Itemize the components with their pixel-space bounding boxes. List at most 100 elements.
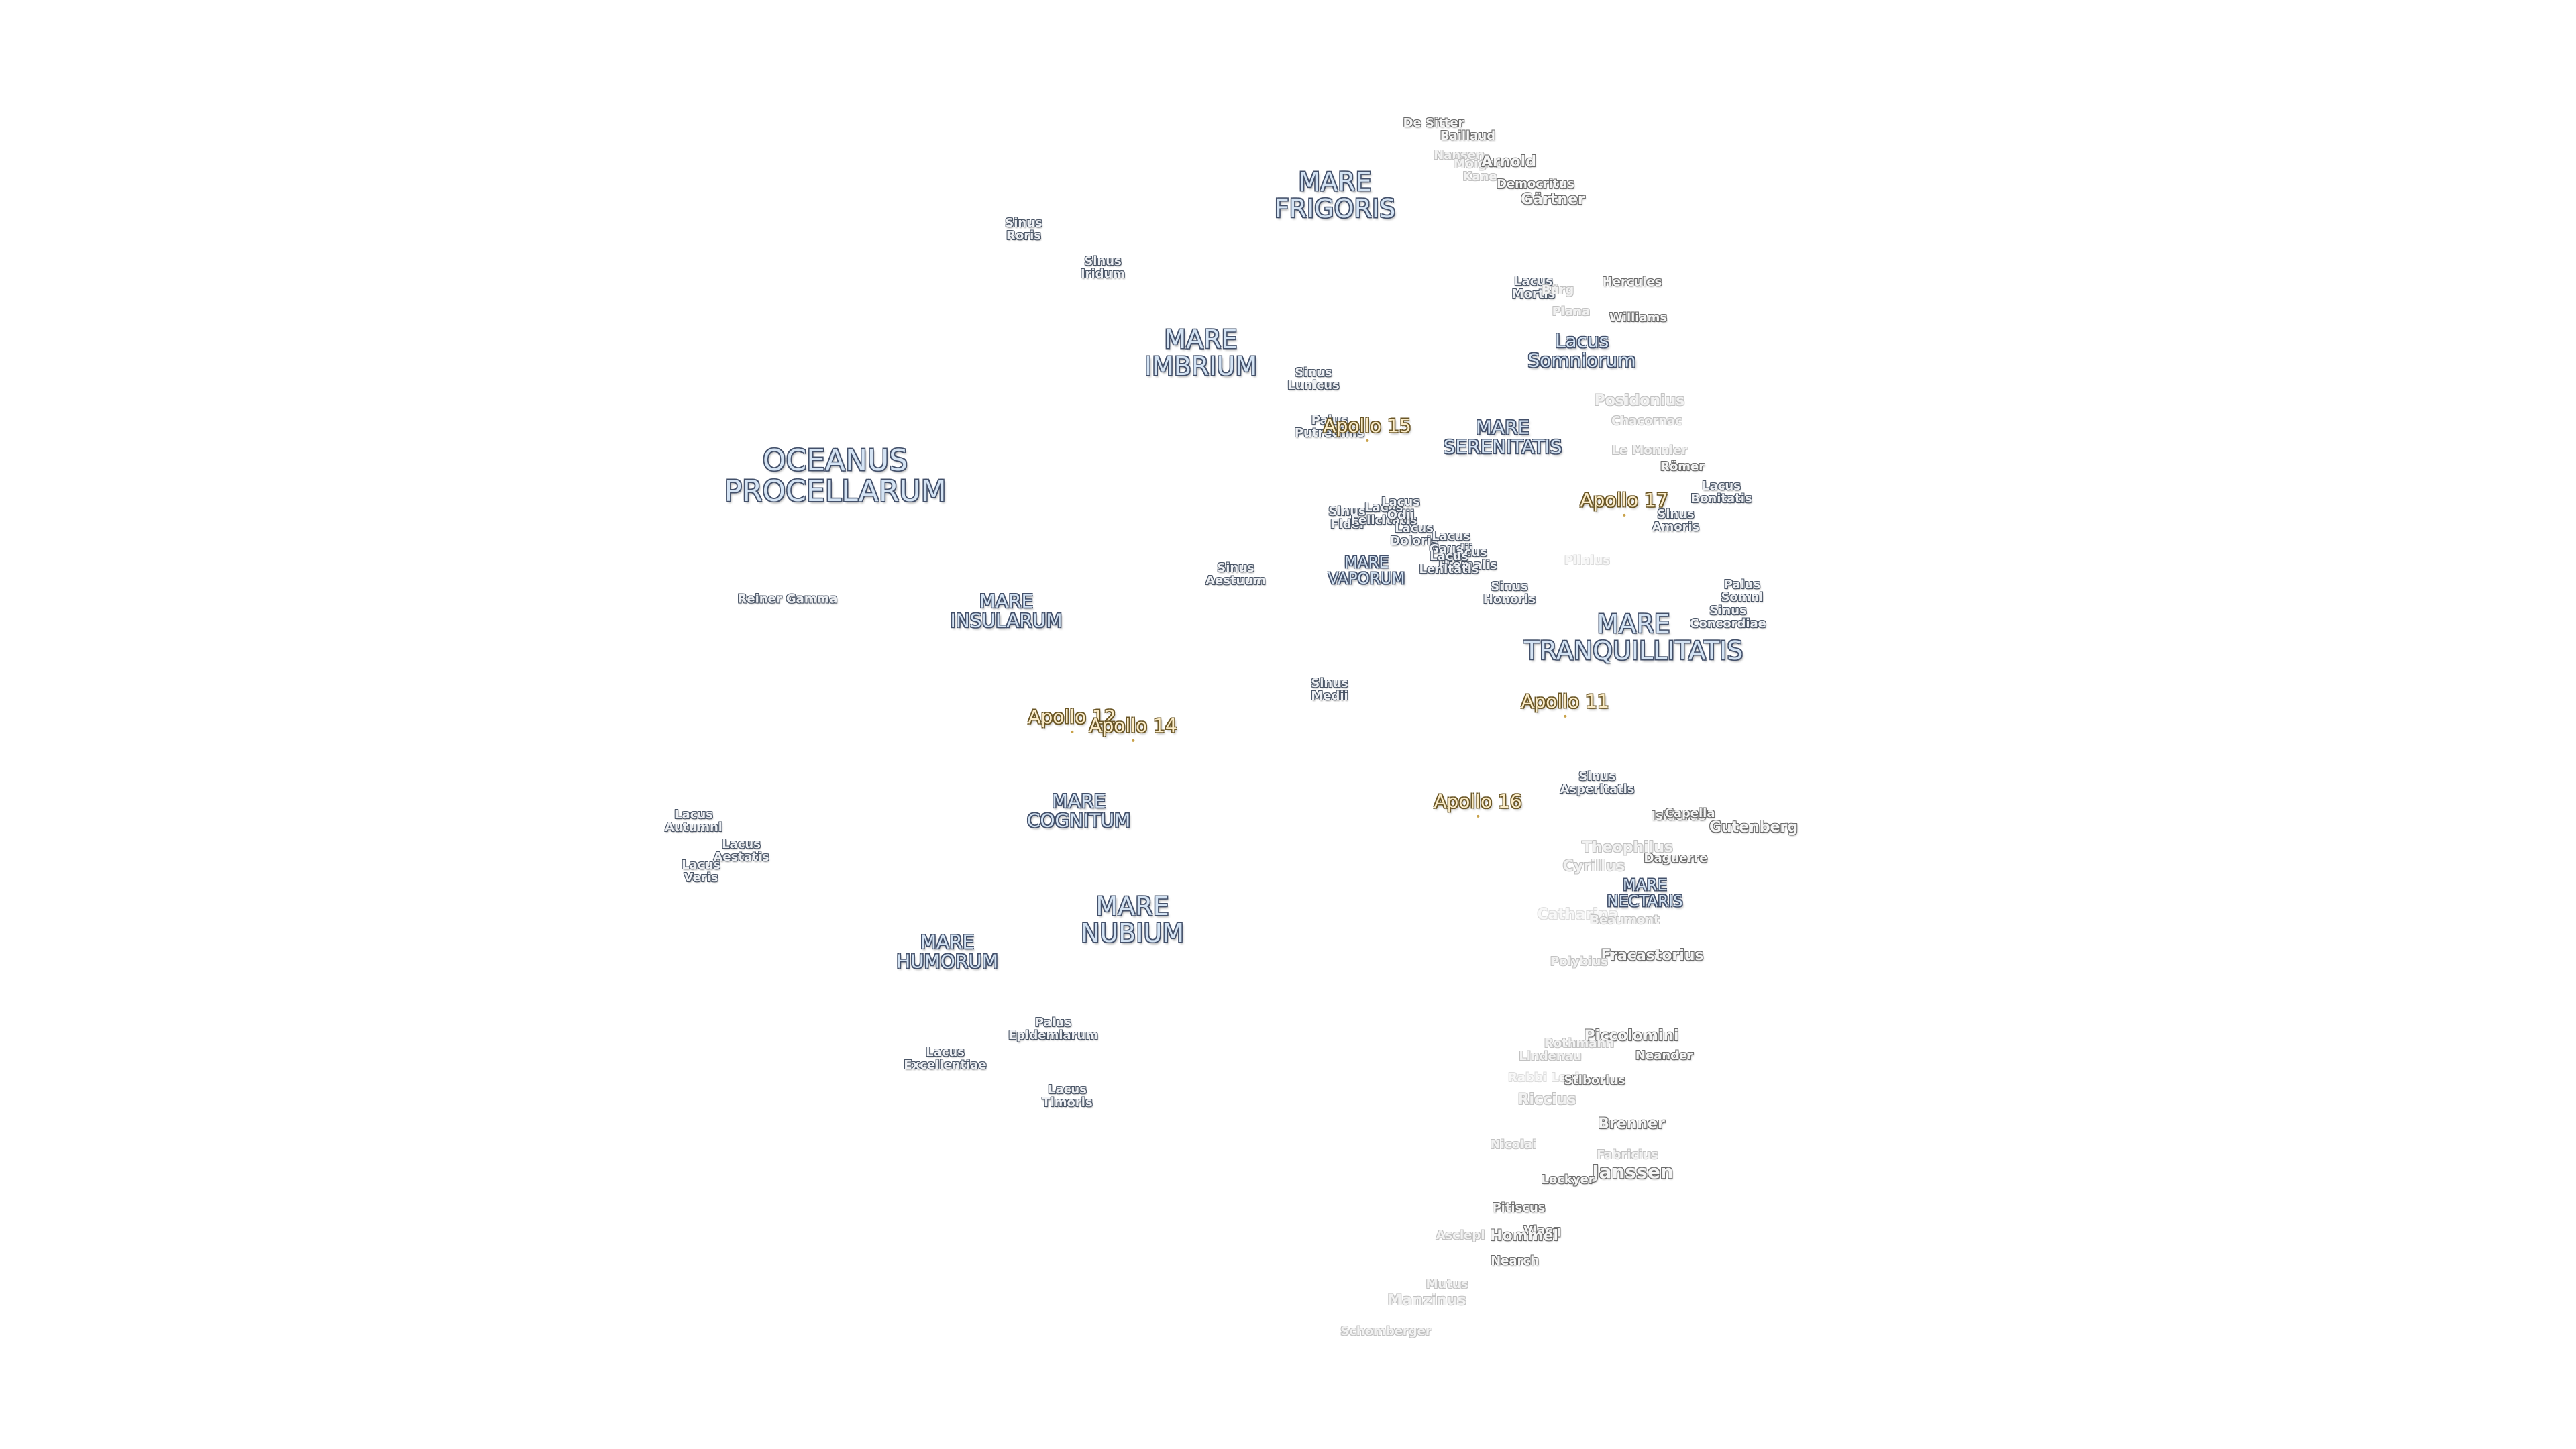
palus-putredinis-label-line: Palus	[1311, 413, 1348, 428]
lacus-aestatis-label-line: Aestatis	[713, 850, 769, 864]
apollo-12-landing-site[interactable]: Apollo 12	[1028, 705, 1116, 733]
crater-capella: Capella	[1664, 806, 1715, 820]
crater-le-monnier: Le Monnier	[1611, 443, 1688, 458]
landing-marker-icon	[1623, 513, 1625, 517]
apollo-11-landing-site[interactable]: Apollo 11	[1521, 690, 1609, 718]
crater-rothmann: Rothmann	[1544, 1036, 1615, 1051]
crater-cyrillus: Cyrillus	[1562, 858, 1625, 875]
reiner-gamma-label: Reiner Gamma	[737, 592, 838, 606]
crater-kane: Kane	[1462, 170, 1497, 184]
crater-rabbi-levi: Rabbi Levi	[1508, 1071, 1579, 1085]
sinus-concordiae-label-line: Concordiae	[1690, 616, 1766, 631]
crater-neander: Neander	[1635, 1049, 1694, 1063]
lacus-doloris-label-line: Doloris	[1390, 534, 1438, 548]
mare-nubium-label-line: NUBIUM	[1080, 918, 1185, 948]
sinus-fidei-label-line: Sinus	[1328, 504, 1366, 519]
mare-vaporum-label-line: MARE	[1344, 553, 1389, 572]
mare-tranquillitatis-label-line: TRANQUILLITATIS	[1523, 636, 1743, 665]
lacus-autumni-label-line: Autumni	[665, 820, 722, 835]
sinus-aestuum-label-line: Aestuum	[1205, 574, 1266, 588]
lacus-hiemalis-label-line: Hiemalis	[1438, 558, 1497, 572]
mare-insularum-label-line: MARE	[979, 590, 1034, 612]
crater-democritus: Democritus	[1496, 177, 1575, 191]
crater-nansen: Nansen	[1434, 148, 1485, 162]
crater-burg: Bürg	[1541, 283, 1574, 297]
lacus-aestatis-label-line: Lacus	[722, 837, 761, 852]
lacus-lenitatis-label-line: Lenitatis	[1419, 562, 1479, 576]
apollo-11-label: Apollo 11	[1521, 690, 1609, 712]
crater-vlacq: Vlacq	[1523, 1224, 1561, 1238]
crater-daguerre: Daguerre	[1644, 851, 1708, 865]
sinus-asperitatis-label-line: Sinus	[1578, 769, 1616, 784]
apollo-15-landing-site[interactable]: Apollo 15	[1323, 415, 1411, 442]
lacus-odii-label-line: Lacus	[1381, 495, 1420, 510]
sinus-honoris-label-line: Honoris	[1483, 592, 1536, 606]
lacus-somniorum-label-line: Lacus	[1554, 329, 1609, 352]
mare-imbrium-label-line: IMBRIUM	[1144, 352, 1258, 381]
crater-chacornac: Chacornac	[1611, 414, 1682, 428]
crater-manzinus: Manzinus	[1387, 1292, 1466, 1309]
crater-nearch: Nearch	[1491, 1254, 1539, 1268]
crater-lockyer: Lockyer	[1541, 1173, 1595, 1187]
crater-hommel: Hommel	[1490, 1228, 1558, 1244]
crater-riccius: Riccius	[1517, 1091, 1576, 1108]
crater-gutenberg: Gutenberg	[1709, 819, 1799, 836]
sinus-asperitatis-label-line: Asperitatis	[1560, 782, 1635, 796]
crater-moigno: Moigno	[1453, 157, 1504, 171]
mare-vaporum-label-line: VAPORUM	[1328, 570, 1405, 588]
lacus-veris-label-line: Veris	[684, 871, 718, 885]
sinus-honoris-label-line: Sinus	[1491, 580, 1528, 594]
sinus-amoris-label-line: Amoris	[1652, 520, 1700, 534]
lacus-bonitatis-label-line: Lacus	[1702, 479, 1741, 494]
oceanus-procellarum-label-line: OCEANUS	[762, 443, 908, 478]
lacus-gaudii-label-line: Gaudii	[1429, 542, 1473, 556]
apollo-14-label: Apollo 14	[1089, 714, 1177, 737]
lacus-timoris-label-line: Timoris	[1042, 1095, 1093, 1110]
crater-plana: Plana	[1552, 305, 1591, 319]
lacus-autumni-label-line: Lacus	[674, 808, 713, 822]
mare-insularum-label-line: INSULARUM	[950, 610, 1063, 632]
oceanus-procellarum-label-line: PROCELLARUM	[724, 474, 947, 508]
lacus-excellentiae-label-line: Excellentiae	[904, 1058, 987, 1072]
crater-stiborius: Stiborius	[1564, 1073, 1625, 1087]
reiner-gamma-label-line: Reiner Gamma	[737, 592, 838, 606]
crater-pitiscus: Pitiscus	[1492, 1201, 1546, 1215]
crater-gartner: Gärtner	[1521, 191, 1585, 208]
crater-baillaud: Baillaud	[1440, 129, 1496, 143]
apollo-17-landing-site[interactable]: Apollo 17	[1580, 489, 1668, 517]
landing-marker-icon	[1366, 439, 1368, 442]
apollo-16-landing-site[interactable]: Apollo 16	[1434, 790, 1522, 818]
mare-frigoris-label-line: FRIGORIS	[1274, 194, 1396, 223]
apollo-12-label: Apollo 12	[1028, 705, 1116, 728]
crater-williams: Williams	[1609, 311, 1668, 325]
lacus-felicitatis-label-line: Lacus	[1364, 500, 1403, 515]
palus-epidemiarum-label-line: Palus	[1034, 1016, 1072, 1030]
lacus-doloris-label-line: Lacus	[1395, 521, 1434, 536]
lacus-somniorum-label-line: Somniorum	[1527, 350, 1636, 372]
sinus-lunicus-label-line: Sinus	[1295, 366, 1332, 380]
lacus-lenitatis-label-line: Lacus	[1430, 549, 1468, 564]
mare-nectaris-label-line: MARE	[1622, 876, 1668, 894]
apollo-14-landing-site[interactable]: Apollo 14	[1089, 714, 1177, 742]
crater-nicolai: Nicolai	[1490, 1138, 1537, 1152]
mare-tranquillitatis-label-line: MARE	[1597, 609, 1670, 639]
lacus-mortis-label-line: Mortis	[1511, 287, 1556, 301]
